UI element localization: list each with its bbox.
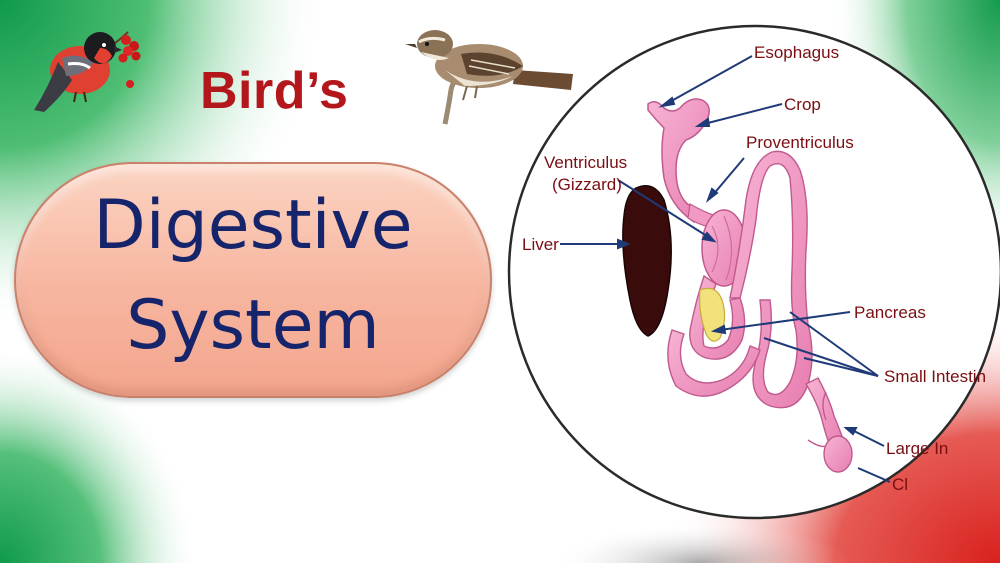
bullfinch-bird-icon bbox=[34, 31, 141, 112]
diagram-circle bbox=[507, 24, 1000, 520]
sparrow-bird-icon bbox=[405, 30, 573, 125]
label-small-intestine: Small Intestin bbox=[884, 367, 986, 386]
label-ventriculus: Ventriculus bbox=[544, 153, 627, 172]
label-large-intestine: Large In bbox=[886, 439, 948, 458]
label-liver: Liver bbox=[522, 235, 559, 254]
title-digestive: Digestive bbox=[93, 186, 413, 265]
title-banner: Digestive System bbox=[14, 162, 492, 398]
label-crop: Crop bbox=[784, 95, 821, 114]
cloaca-organ bbox=[823, 435, 853, 473]
small-intestine-organ bbox=[729, 150, 813, 409]
liver-organ bbox=[622, 185, 672, 337]
title-system: System bbox=[126, 286, 380, 365]
title-birds: Bird’s bbox=[200, 62, 349, 120]
label-pancreas: Pancreas bbox=[854, 303, 926, 322]
intestine-loop-organ bbox=[667, 329, 761, 397]
label-cloaca: Cl bbox=[892, 475, 908, 494]
label-gizzard: (Gizzard) bbox=[552, 175, 622, 194]
esophagus-organ bbox=[647, 98, 710, 223]
label-esophagus: Esophagus bbox=[754, 43, 839, 62]
label-proventriculus: Proventriculus bbox=[746, 133, 854, 152]
